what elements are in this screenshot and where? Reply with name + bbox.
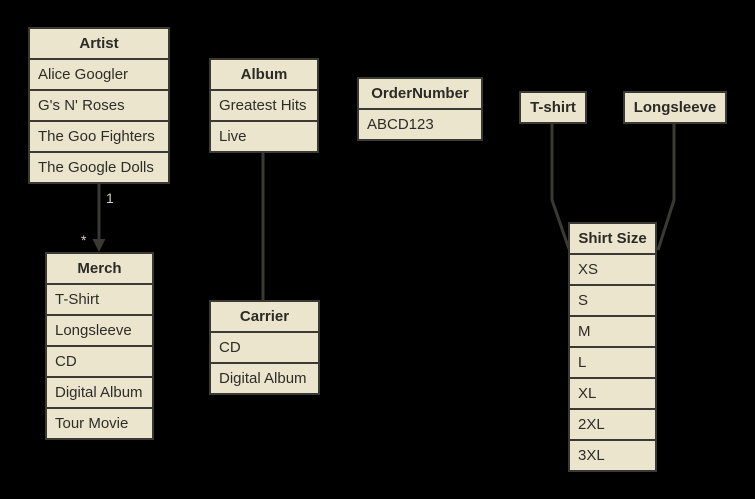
table-row: XL <box>570 377 655 408</box>
table-row: M <box>570 315 655 346</box>
table-row: Longsleeve <box>47 314 152 345</box>
table-title-artist: Artist <box>79 35 119 52</box>
table-row: Alice Googler <box>30 58 168 89</box>
table-title-album: Album <box>240 66 288 83</box>
table-row: G's N' Roses <box>30 89 168 120</box>
table-title-ordernumber: OrderNumber <box>371 85 469 102</box>
table-row: The Goo Fighters <box>30 120 168 151</box>
table-row: 2XL <box>570 408 655 439</box>
table-row: CD <box>211 331 318 362</box>
table-title-tshirt: T-shirt <box>530 99 576 116</box>
table-row: Tour Movie <box>47 407 152 438</box>
table-row: T-Shirt <box>47 283 152 314</box>
table-row: Digital Album <box>47 376 152 407</box>
multiplicity-label: * <box>81 232 87 248</box>
table-title-longsleeve: Longsleeve <box>633 99 717 116</box>
table-row: CD <box>47 345 152 376</box>
table-row: The Google Dolls <box>30 151 168 182</box>
table-row: Live <box>211 120 317 151</box>
table-row: 3XL <box>570 439 655 470</box>
table-tshirt: T-shirt <box>519 91 587 124</box>
table-row: ABCD123 <box>359 108 481 139</box>
table-row: Greatest Hits <box>211 89 317 120</box>
connector-longsleeve-shirtsize <box>656 124 676 251</box>
table-row: XS <box>570 253 655 284</box>
table-title-merch: Merch <box>77 260 122 277</box>
multiplicity-label: 1 <box>106 190 114 206</box>
table-row: S <box>570 284 655 315</box>
arrowhead-artist-merch <box>92 239 106 252</box>
table-title-shirtsize: Shirt Size <box>578 230 647 247</box>
table-longsleeve: Longsleeve <box>623 91 727 124</box>
connector-tshirt-shirtsize <box>550 124 571 250</box>
table-title-carrier: Carrier <box>239 308 290 325</box>
table-row: Digital Album <box>211 362 318 393</box>
table-row: L <box>570 346 655 377</box>
